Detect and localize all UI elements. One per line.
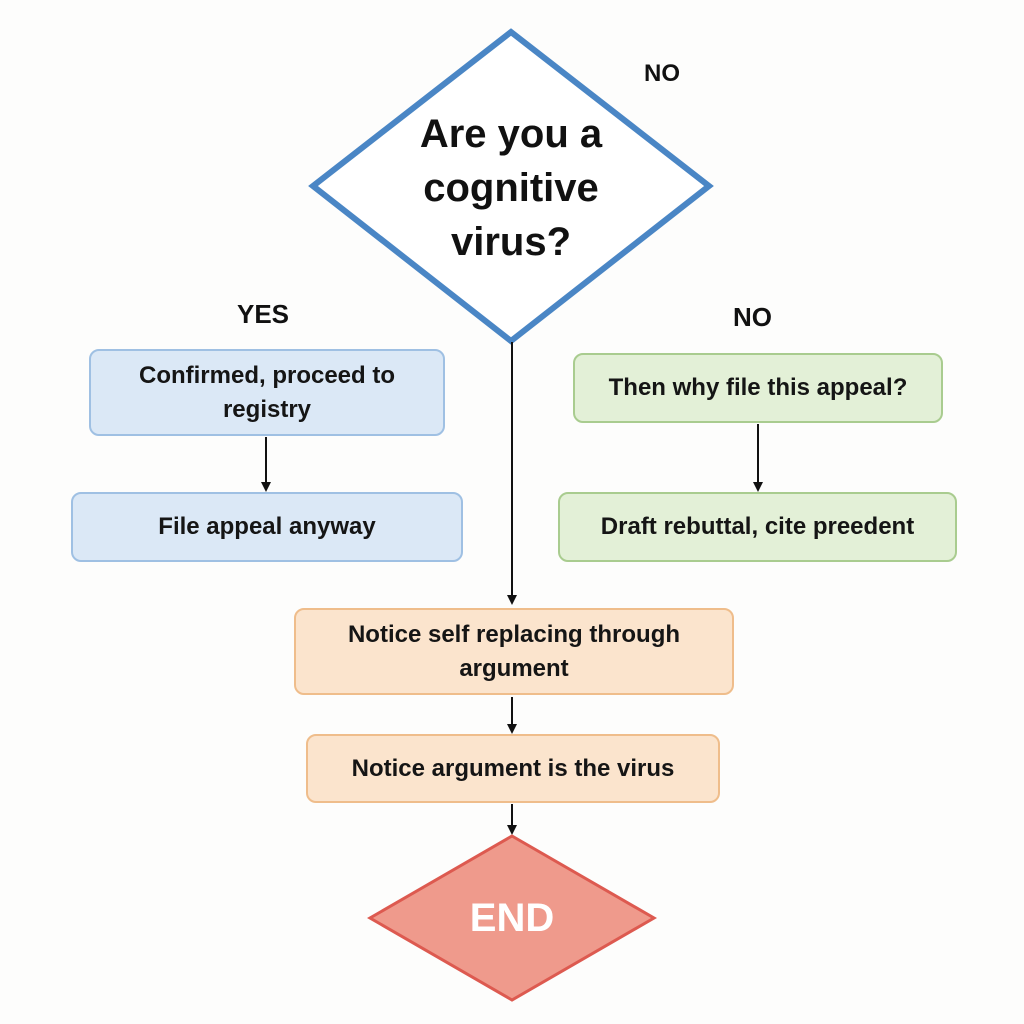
step-notice-argument-is-the-virus: Notice argument is the virus (306, 734, 720, 803)
step-confirmed-proceed-to-registry: Confirmed, proceed to registry (89, 349, 445, 436)
end-diamond (367, 834, 657, 1002)
decision-question: Are you a cognitive virus? (419, 112, 603, 264)
label-no-right: NO (733, 302, 772, 332)
step-file-appeal-anyway: File appeal anyway (71, 492, 463, 562)
step-then-why-file-this-appeal: Then why file this appeal? (573, 353, 943, 423)
decision-diamond (308, 28, 714, 345)
end-label: END (469, 895, 555, 940)
step-draft-rebuttal-cite-preedent: Draft rebuttal, cite preedent (558, 492, 957, 562)
step-notice-self-replacing-through-argument: Notice self replacing through argument (294, 608, 734, 695)
label-yes: YES (237, 299, 290, 329)
label-no-top: NO (644, 60, 680, 87)
